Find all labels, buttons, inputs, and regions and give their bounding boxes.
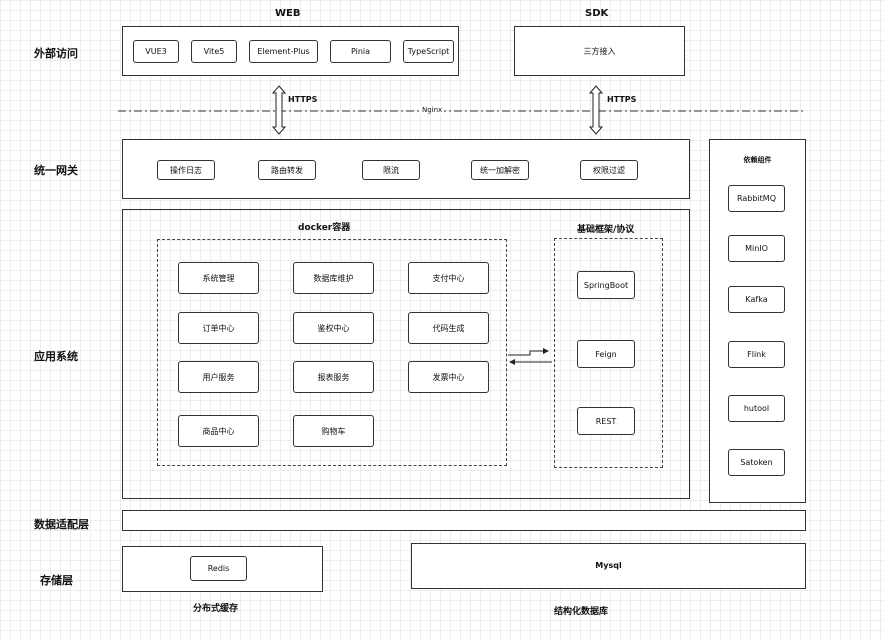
web-title: WEB — [275, 8, 301, 19]
web-item-vite5[interactable]: Vite5 — [191, 40, 237, 63]
docker-title: docker容器 — [298, 223, 351, 233]
docker-container — [157, 239, 507, 466]
docker-item-dbmaint[interactable]: 数据库维护 — [293, 262, 374, 294]
sdk-title: SDK — [585, 8, 609, 19]
app-box — [122, 209, 690, 499]
deps-item-flink[interactable]: Flink — [728, 341, 785, 368]
sdk-box — [514, 26, 685, 76]
db-caption: 结构化数据库 — [554, 607, 609, 617]
docker-item-cart[interactable]: 购物车 — [293, 415, 374, 447]
https-arrow-right — [588, 85, 604, 135]
deps-item-rabbitmq[interactable]: RabbitMQ — [728, 185, 785, 212]
docker-item-invoice[interactable]: 发票中心 — [408, 361, 489, 393]
gateway-item-permission[interactable]: 权限过滤 — [580, 160, 638, 180]
web-item-typescript[interactable]: TypeScript — [403, 40, 454, 63]
web-item-element-plus[interactable]: Element-Plus — [249, 40, 318, 63]
docker-to-framework-arrow — [508, 348, 549, 356]
https-label-right: HTTPS — [607, 95, 637, 104]
deps-title: 依赖组件 — [743, 156, 772, 164]
docker-item-auth[interactable]: 鉴权中心 — [293, 312, 374, 344]
framework-title: 基础框架/协议 — [577, 225, 635, 235]
layer-label-gateway: 统一网关 — [34, 164, 78, 177]
nginx-label: Nginx — [420, 106, 445, 114]
docker-item-system[interactable]: 系统管理 — [178, 262, 259, 294]
gateway-item-encryption[interactable]: 统一加解密 — [471, 160, 529, 180]
layer-label-storage: 存储层 — [40, 574, 73, 587]
storage-item-mysql[interactable]: Mysql — [595, 561, 622, 570]
web-item-pinia[interactable]: Pinia — [330, 40, 391, 63]
docker-item-payment[interactable]: 支付中心 — [408, 262, 489, 294]
docker-item-user[interactable]: 用户服务 — [178, 361, 259, 393]
deps-item-hutool[interactable]: hutool — [728, 395, 785, 422]
gateway-item-log[interactable]: 操作日志 — [157, 160, 215, 180]
docker-item-codegen[interactable]: 代码生成 — [408, 312, 489, 344]
layer-label-external: 外部访问 — [34, 47, 78, 60]
docker-item-report[interactable]: 报表服务 — [293, 361, 374, 393]
https-arrow-left — [271, 85, 287, 135]
web-item-vue3[interactable]: VUE3 — [133, 40, 179, 63]
docker-item-product[interactable]: 商品中心 — [178, 415, 259, 447]
db-box — [411, 543, 806, 589]
gateway-item-ratelimit[interactable]: 限流 — [362, 160, 420, 180]
cache-caption: 分布式缓存 — [193, 604, 239, 614]
https-label-left: HTTPS — [288, 95, 318, 104]
deps-item-satoken[interactable]: Satoken — [728, 449, 785, 476]
docker-item-order[interactable]: 订单中心 — [178, 312, 259, 344]
deps-item-kafka[interactable]: Kafka — [728, 286, 785, 313]
framework-item-rest[interactable]: REST — [577, 407, 635, 435]
layer-label-adapter: 数据适配层 — [34, 518, 89, 531]
sdk-item[interactable]: 三方接入 — [583, 47, 616, 56]
framework-container — [554, 238, 663, 468]
gateway-item-routing[interactable]: 路由转发 — [258, 160, 316, 180]
deps-item-minio[interactable]: MinIO — [728, 235, 785, 262]
storage-item-redis[interactable]: Redis — [190, 556, 247, 581]
layer-label-app: 应用系统 — [34, 350, 78, 363]
framework-item-springboot[interactable]: SpringBoot — [577, 271, 635, 299]
framework-item-feign[interactable]: Feign — [577, 340, 635, 368]
adapter-box — [122, 510, 806, 531]
